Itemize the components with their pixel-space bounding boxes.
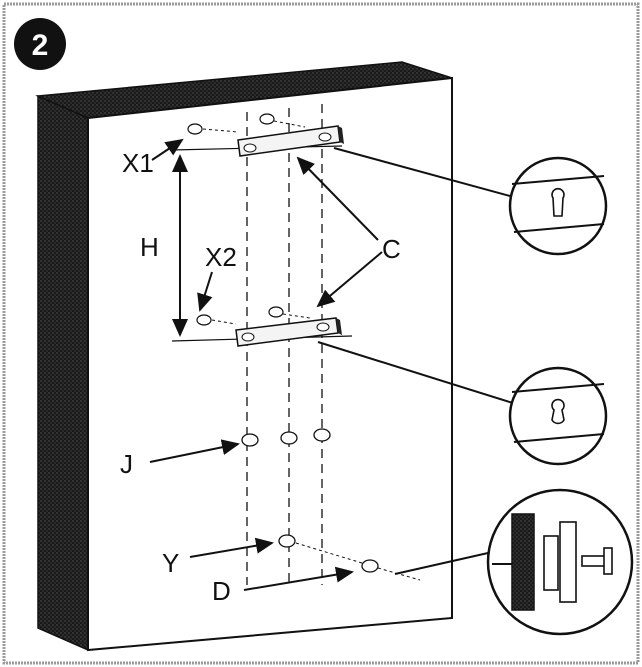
- keyhole-slot-icon: [508, 156, 608, 256]
- callout-line-top: [333, 147, 511, 197]
- keyhole-slot-icon-2: [508, 366, 608, 466]
- label-x1: X1: [122, 148, 154, 178]
- bottom-bracket: [171, 306, 353, 347]
- j-holes: [241, 428, 331, 447]
- label-y: Y: [162, 548, 179, 578]
- step-badge: 2: [14, 18, 66, 70]
- step-number: 2: [32, 29, 49, 62]
- wall-side-left: [37, 94, 89, 652]
- callout-line-bottom: [317, 341, 517, 405]
- c-arrow-bottom: [316, 251, 383, 308]
- c-arrow-top: [296, 156, 379, 241]
- label-h: H: [140, 232, 159, 262]
- callout-line-screw: [394, 552, 489, 575]
- top-bracket: [171, 113, 344, 157]
- screw-mount-detail-icon: [486, 488, 634, 636]
- label-j: J: [120, 449, 133, 479]
- label-d: D: [212, 576, 231, 606]
- label-c: C: [382, 234, 401, 264]
- label-x2: X2: [205, 242, 237, 272]
- y-d-holes: [278, 534, 421, 581]
- vertical-guides: [246, 104, 323, 585]
